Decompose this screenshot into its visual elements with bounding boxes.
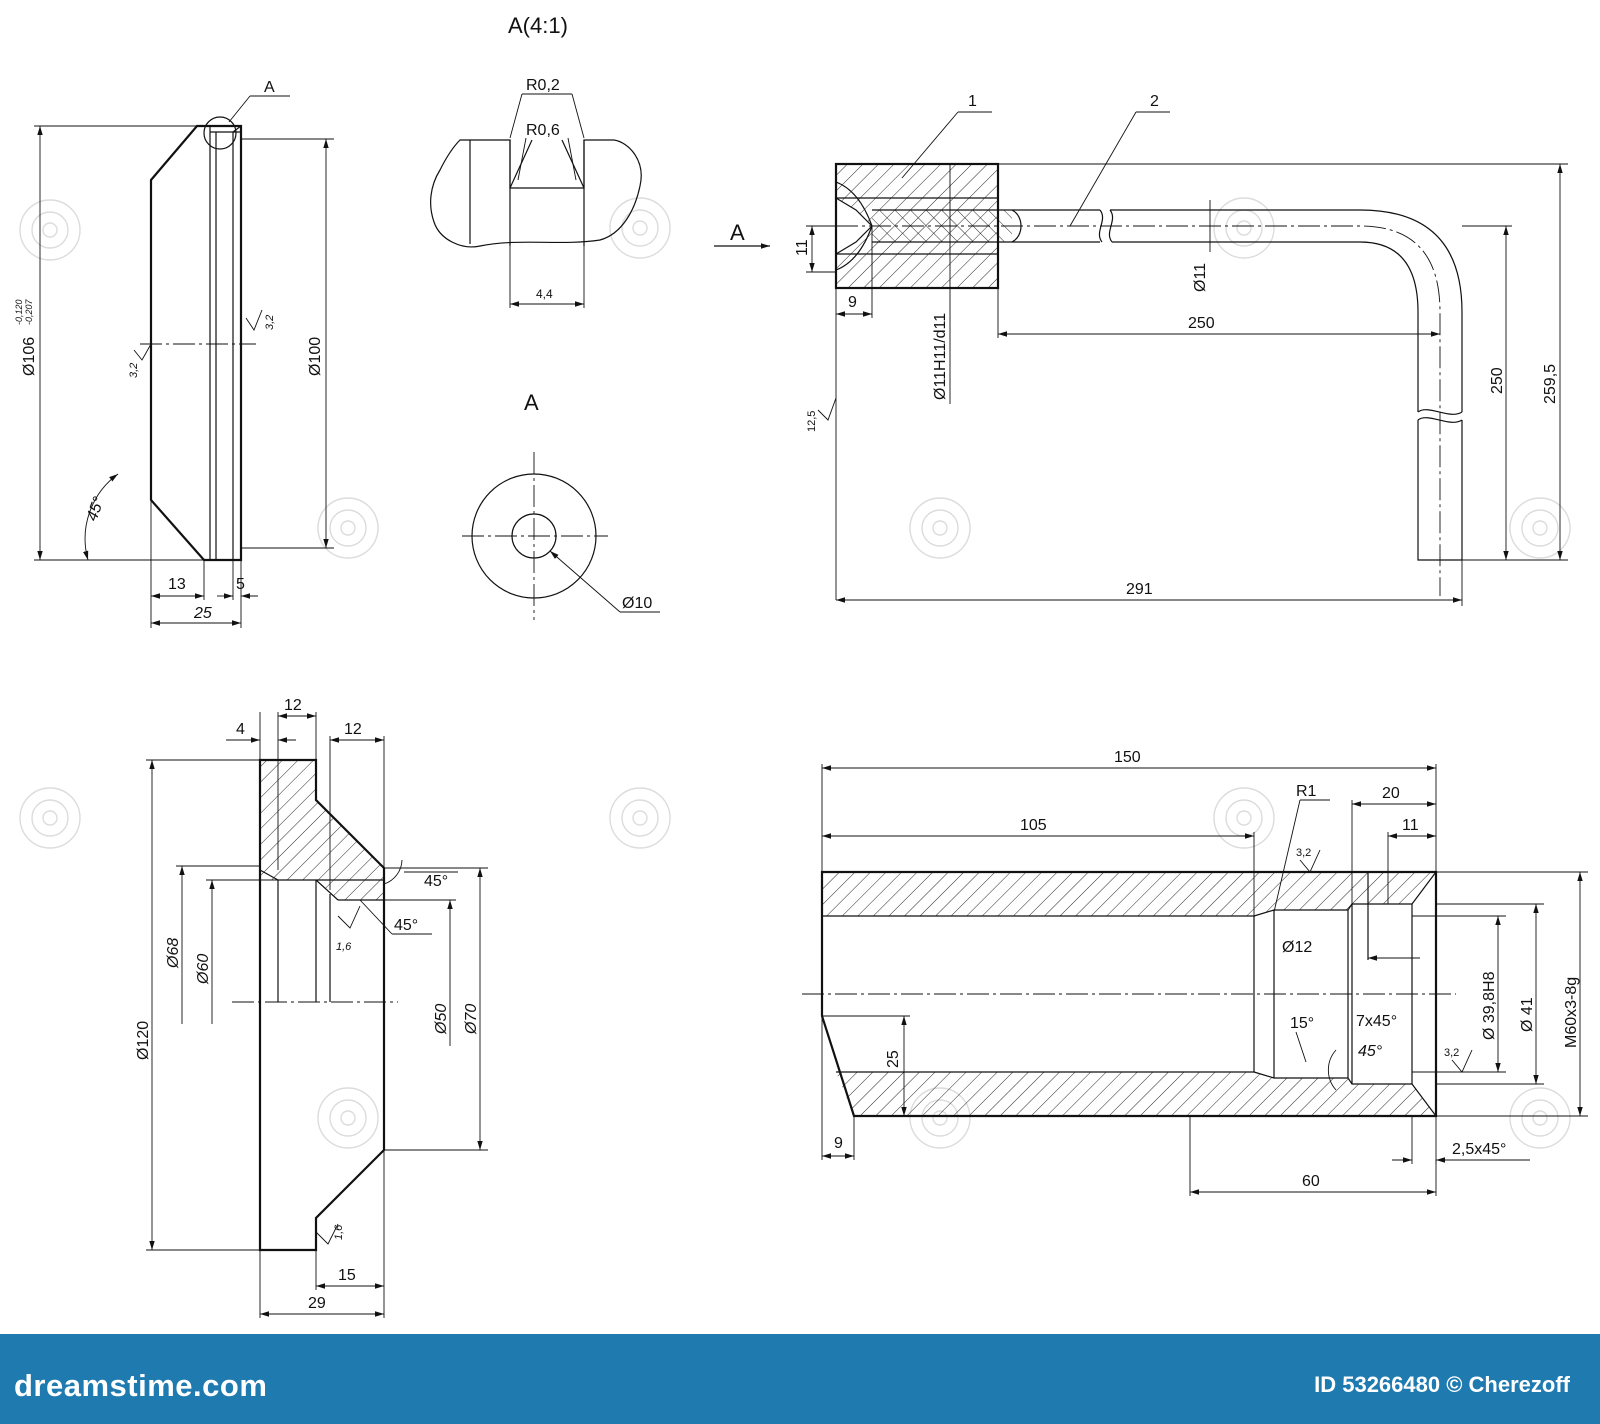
sleeve-dim-60: 60 [1302,1173,1320,1190]
flange-roughness-a: 1,6 [336,941,352,953]
flange-d68: Ø68 [165,938,182,969]
rod-dim-9: 9 [848,294,857,311]
image-credit: ID 53266480 © Cherezoff [1314,1372,1570,1397]
detail-a-r-outer: R0,2 [526,77,560,94]
sleeve-thread: M60x3-8g [1563,977,1580,1048]
rod-item-2: 2 [1150,93,1159,110]
sleeve-dim-11: 11 [1402,817,1419,834]
sleeve-dim-9: 9 [834,1135,843,1152]
detail-a-title: A(4:1) [508,13,568,38]
sleeve-angle-45: 45° [1358,1043,1383,1060]
view-a-hole-label: Ø10 [622,595,652,612]
sleeve-roughness-b: 3,2 [1444,1047,1459,1059]
rod-dim-291: 291 [1126,581,1153,598]
rod-dim-259-5: 259,5 [1542,364,1559,404]
sleeve-dim-105: 105 [1020,817,1047,834]
sleeve-roughness-a: 3,2 [1296,847,1311,859]
disc-tolerance-upper: -0,120 [14,299,24,325]
view-a: A Ø10 [462,390,660,620]
sleeve-view: 150 105 R1 20 11 3,2 3,2 Ø12 7x45° 15° 4… [802,749,1588,1196]
rod-dim-250-v: 250 [1489,367,1506,394]
disc-angle-label: 45° [84,494,108,523]
sleeve-chamfer-7: 7x45° [1356,1013,1397,1030]
disc-diameter-label: Ø106 [21,337,38,376]
flange-d70: Ø70 [463,1004,480,1035]
sleeve-angle-15: 15° [1290,1015,1314,1032]
disc-view: A Ø106 -0,120 -0,207 Ø100 45° 3,2 [14,79,334,628]
flange-dim-29: 29 [308,1295,326,1312]
flange-roughness-b: 1,6 [333,1224,345,1240]
flange-d120: Ø120 [135,1021,152,1060]
disc-tolerance-lower: -0,207 [24,298,34,325]
disc-callout: A [264,79,275,96]
detail-a-width: 4,4 [536,287,553,301]
disc-inner-diameter-label: Ø100 [307,337,324,376]
disc-dim-13: 13 [168,576,186,593]
stock-footer-bar: dreamstime.com ID 53266480 © Cherezoff [0,1334,1600,1424]
detail-a-view: A(4:1) R0,2 R0,6 4,4 [430,13,642,308]
rod-dim-250-h: 250 [1188,315,1215,332]
sleeve-dim-150: 150 [1114,749,1141,766]
flange-d50: Ø50 [433,1004,450,1035]
sleeve-radius-label: R1 [1296,783,1317,800]
disc-dim-5: 5 [236,576,245,593]
sleeve-chamfer-2-5: 2,5x45° [1452,1141,1506,1158]
view-a-title: A [524,390,539,415]
flange-d60: Ø60 [195,954,212,985]
rod-dim-11: 11 [794,239,811,256]
flange-dim-4: 4 [236,721,245,738]
rod-roughness: 12,5 [806,411,818,432]
watermark [19,197,1571,1149]
rod-assembly-view: 1 2 A 11 9 Ø11H11/d11 Ø11 250 [714,93,1568,606]
flange-view: 12 4 12 45° 45° 1,6 1,6 Ø68 Ø60 [135,697,488,1318]
detail-a-r-inner: R0,6 [526,122,560,139]
sleeve-d12: Ø12 [1282,939,1312,956]
sleeve-d41: Ø 41 [1519,997,1536,1032]
sleeve-dim-20: 20 [1382,785,1400,802]
disc-roughness-a: 3,2 [128,363,140,378]
flange-dim-12-a: 12 [284,697,302,714]
sleeve-dim-25: 25 [885,1050,902,1068]
flange-dim-12-b: 12 [344,721,362,738]
technical-drawing: A Ø106 -0,120 -0,207 Ø100 45° 3,2 [14,13,1588,1318]
flange-angle-a: 45° [424,873,448,890]
brand-logo-text[interactable]: dreamstime.com [14,1368,268,1403]
rod-item-1: 1 [968,93,977,110]
rod-fit-label: Ø11H11/d11 [932,313,949,400]
sleeve-d39: Ø 39,8H8 [1481,971,1498,1040]
rod-section-label: A [730,220,745,245]
rod-diameter-label: Ø11 [1192,263,1209,292]
disc-dim-25: 25 [193,605,212,622]
flange-dim-15: 15 [338,1267,356,1284]
disc-roughness-b: 3,2 [264,315,276,330]
flange-angle-b: 45° [394,917,418,934]
